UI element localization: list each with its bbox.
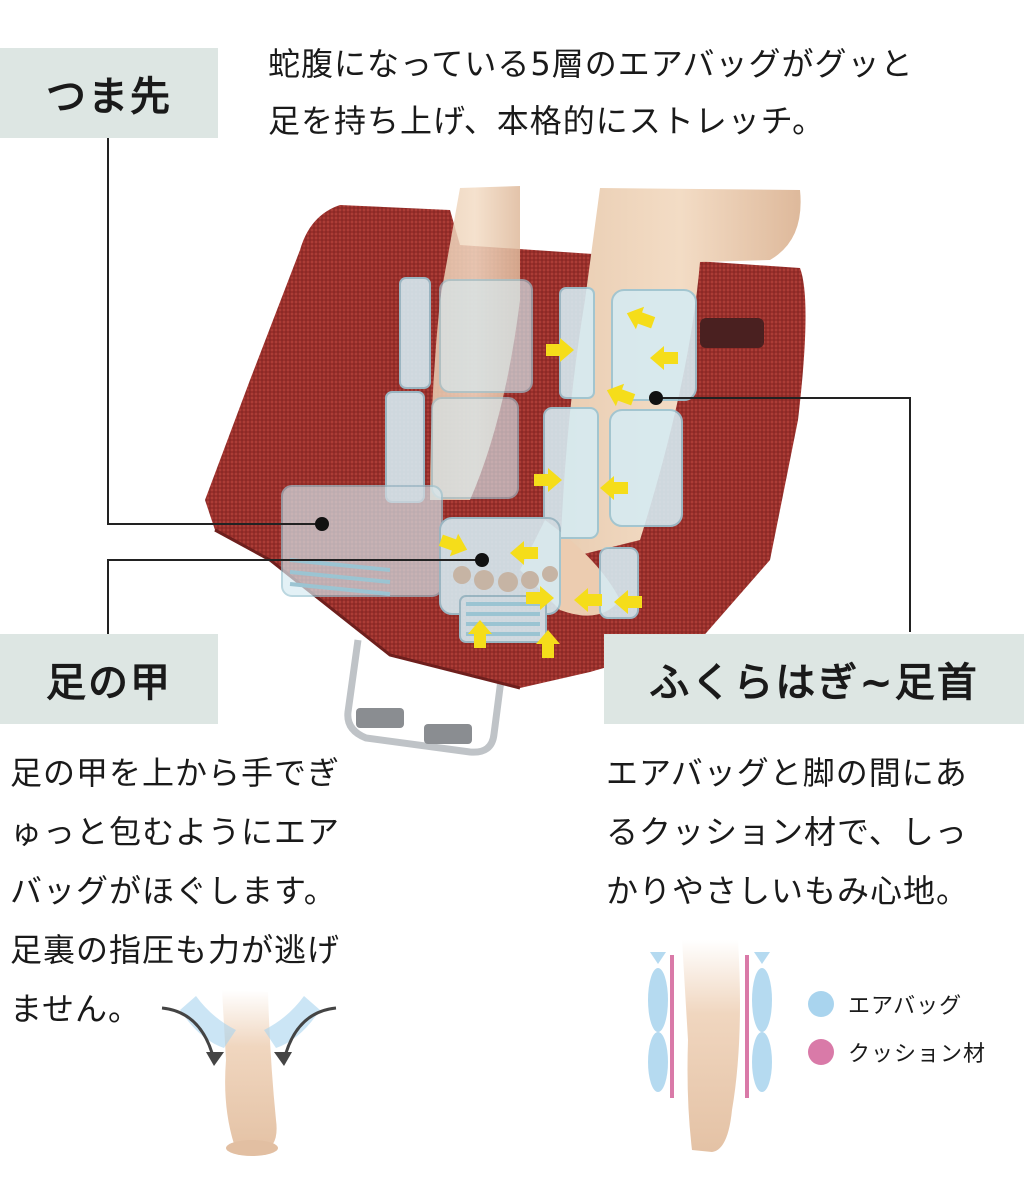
description-instep-line: ません。 bbox=[10, 990, 142, 1028]
description-toe: 蛇腹になっている5層のエアバッグがグッと 足を持ち上げ、本格的にストレッチ。 bbox=[268, 36, 913, 150]
description-toe-line: 蛇腹になっている5層のエアバッグがグッと bbox=[268, 45, 914, 83]
legend-cushion-label: クッション材 bbox=[848, 1042, 987, 1067]
airbag-swatch-icon bbox=[808, 991, 834, 1017]
instep-foot-illustration bbox=[161, 990, 337, 1156]
legend-airbag: エアバッグ bbox=[808, 988, 962, 1020]
carry-handle bbox=[344, 639, 506, 756]
description-calf-line: るクッション材で、しっ bbox=[606, 813, 968, 851]
leader-dots bbox=[315, 391, 663, 567]
pressure-arrows bbox=[438, 306, 678, 658]
description-calf-line: かりやさしいもみ心地。 bbox=[606, 872, 970, 910]
description-instep-line: バッグがほぐします。 bbox=[10, 872, 337, 910]
toes bbox=[453, 566, 558, 592]
airbag-panels bbox=[281, 277, 697, 643]
cushion-swatch-icon bbox=[808, 1039, 834, 1065]
description-calf: エアバッグと脚の間にあ るクッション材で、しっ かりやさしいもみ心地。 bbox=[606, 744, 969, 921]
calf-cushion-illustration bbox=[648, 940, 772, 1152]
label-toe: つま先 bbox=[0, 48, 218, 138]
legend-cushion: クッション材 bbox=[808, 1036, 986, 1068]
description-calf-line: エアバッグと脚の間にあ bbox=[606, 754, 968, 792]
leader-line-toe bbox=[107, 138, 322, 525]
label-instep: 足の甲 bbox=[0, 634, 218, 724]
cushion-bars bbox=[670, 955, 749, 1098]
description-instep-line: ゅっと包むようにエア bbox=[10, 813, 341, 851]
leader-line-calf bbox=[656, 397, 911, 632]
description-instep-line: 足の甲を上から手でぎ bbox=[10, 754, 341, 792]
legend-airbag-label: エアバッグ bbox=[848, 994, 963, 1019]
leader-lines bbox=[107, 138, 911, 636]
description-instep: 足の甲を上から手でぎ ゅっと包むようにエア バッグがほぐします。 足裏の指圧も力… bbox=[10, 744, 340, 1039]
airbag-shapes bbox=[648, 952, 772, 1092]
description-toe-line: 足を持ち上げ、本格的にストレッチ。 bbox=[268, 102, 826, 140]
description-instep-line: 足裏の指圧も力が逃げ bbox=[10, 931, 341, 969]
leader-line-instep bbox=[107, 559, 482, 636]
label-calf: ふくらはぎ~足首 bbox=[604, 634, 1024, 724]
